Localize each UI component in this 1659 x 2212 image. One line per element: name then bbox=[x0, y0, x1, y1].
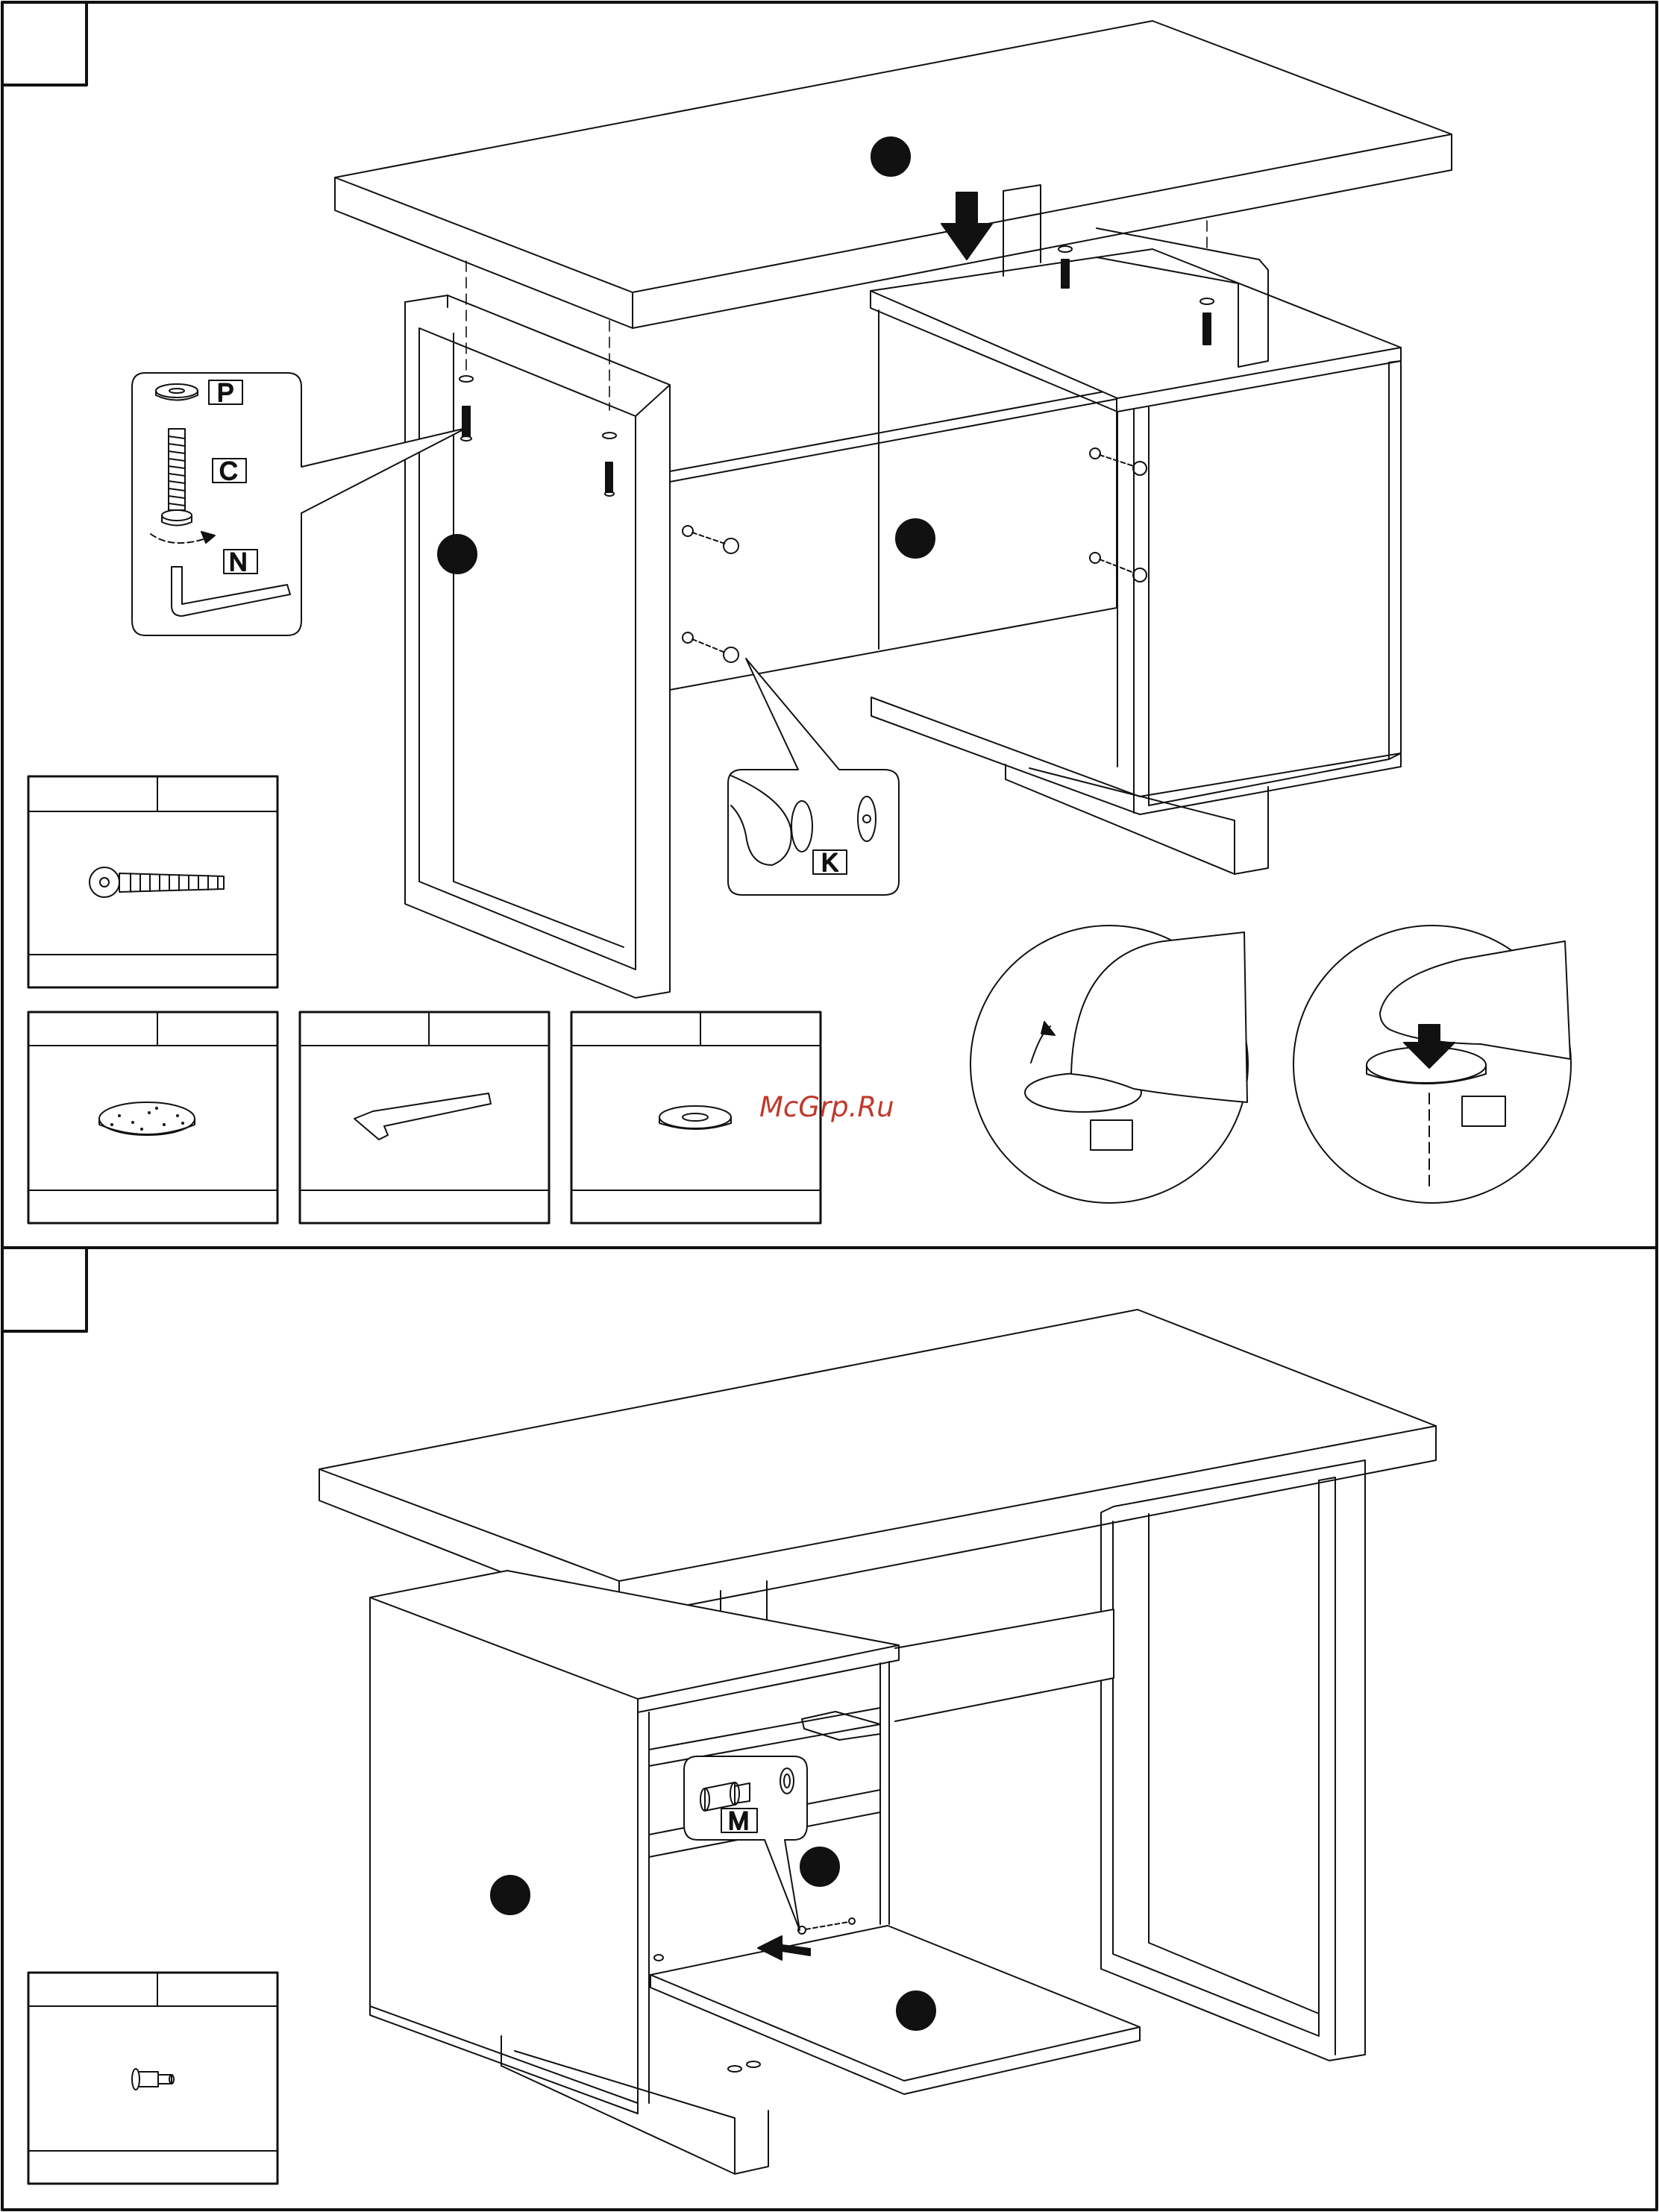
cap-callout: K bbox=[728, 659, 899, 895]
label-key-n: N bbox=[229, 548, 248, 576]
step-1-number-box bbox=[2, 2, 87, 85]
watermark: McGrp.Ru bbox=[759, 1091, 894, 1123]
part-marker-left-leg bbox=[438, 535, 477, 574]
part-marker-cabinet-side bbox=[491, 1876, 530, 1914]
step-2-illustration: M bbox=[28, 1310, 1436, 2184]
part-box-dowel bbox=[28, 1973, 277, 2184]
label-washer-p: P bbox=[217, 379, 234, 407]
step-2-number-box bbox=[2, 1248, 87, 1331]
label-dowel-m: M bbox=[728, 1807, 749, 1835]
modesty-panel bbox=[670, 389, 1117, 690]
left-leg-frame bbox=[405, 295, 670, 998]
dowel-callout: M bbox=[684, 1756, 807, 1930]
bolt-c-icon bbox=[90, 867, 224, 897]
label-cap-k: K bbox=[821, 849, 838, 877]
part-box-felt-pad bbox=[28, 1012, 277, 1223]
part-marker-top bbox=[871, 137, 910, 176]
modesty-panel bbox=[895, 1609, 1114, 1721]
drawer-bottom-panel bbox=[650, 1918, 1140, 2094]
hex-key-n-icon bbox=[354, 1093, 491, 1140]
felt-pad-peel-detail bbox=[970, 926, 1248, 1203]
pedestal-cabinet bbox=[370, 1571, 899, 2174]
desk-top-panel bbox=[335, 21, 1452, 328]
label-bolt-c: C bbox=[219, 457, 238, 486]
part-marker-panel bbox=[896, 519, 935, 558]
right-leg-frame bbox=[1101, 1460, 1365, 2061]
washer-p-icon bbox=[659, 1106, 731, 1128]
dowel-m-icon bbox=[132, 2069, 174, 2090]
part-marker-drawer-back bbox=[800, 1847, 839, 1886]
part-box-hex-key bbox=[300, 1012, 549, 1223]
part-box-bolt bbox=[28, 776, 277, 987]
step-1-illustration: P C N K bbox=[28, 21, 1571, 1223]
felt-pad-press-detail bbox=[1293, 926, 1571, 1203]
part-marker-drawer-bottom bbox=[897, 1991, 935, 2030]
